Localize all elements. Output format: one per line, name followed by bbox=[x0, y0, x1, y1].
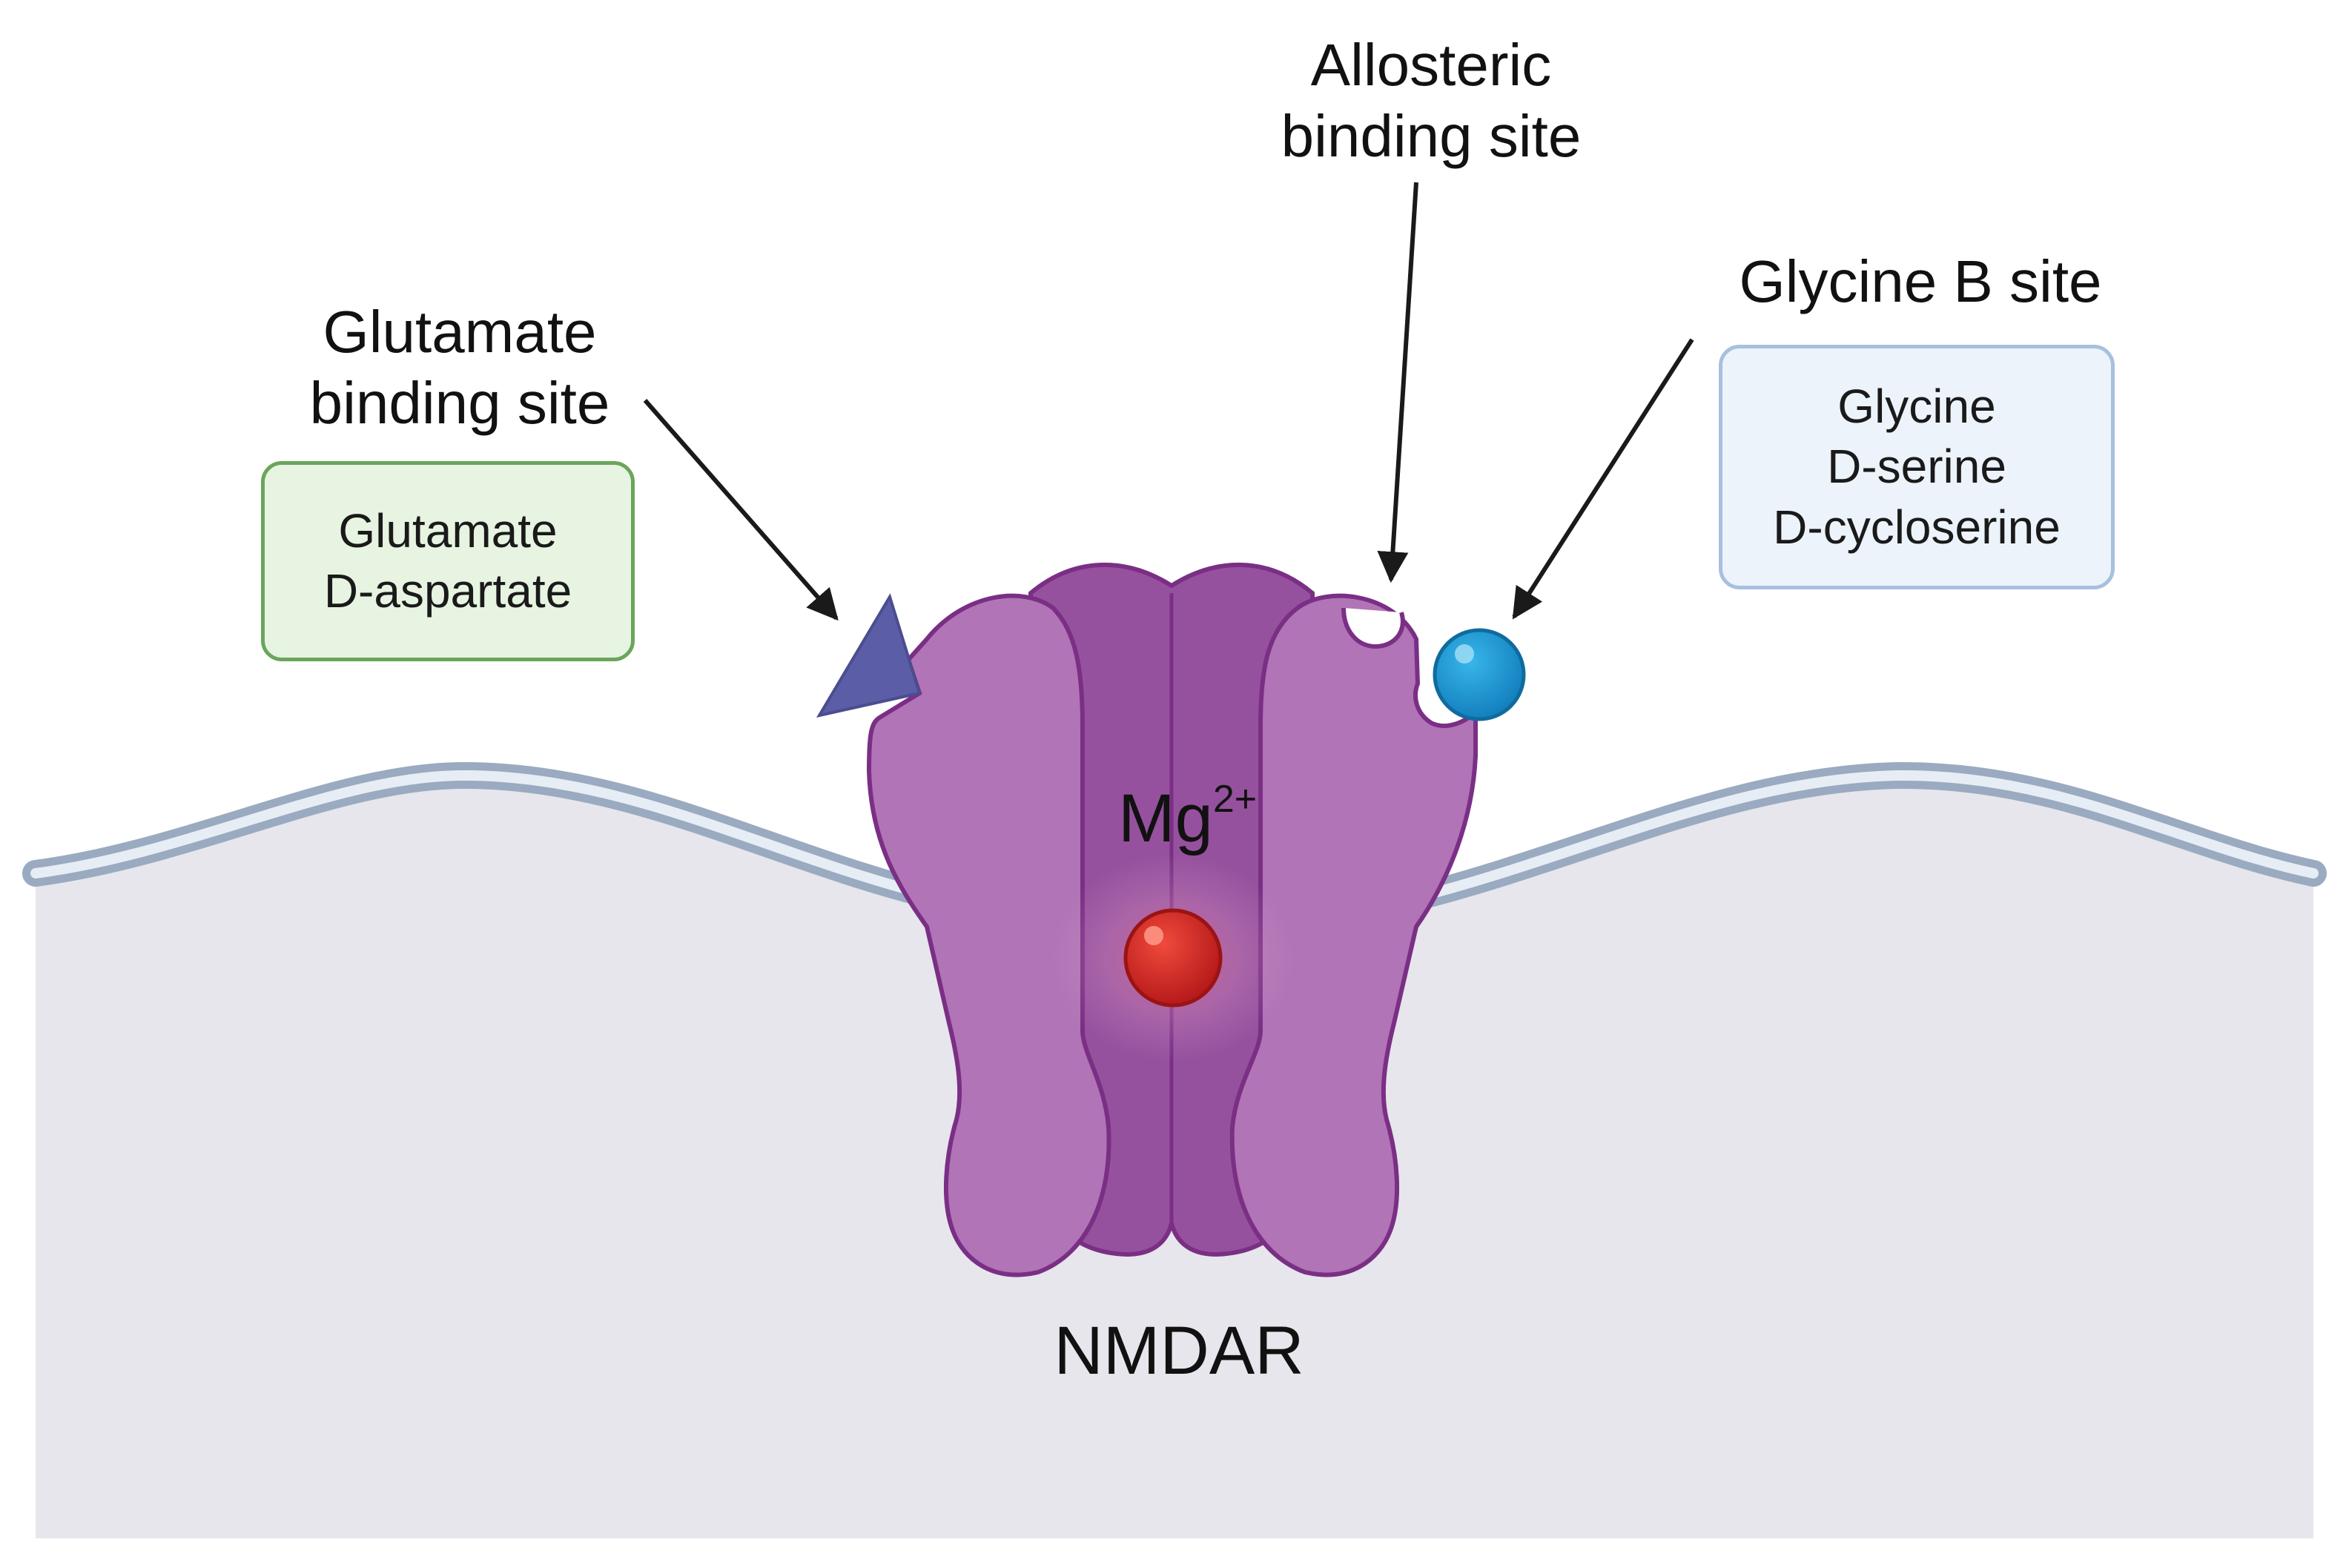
glycine-highlight bbox=[1455, 644, 1474, 664]
cell-membrane bbox=[22, 761, 2327, 916]
glycine-ligand-box: Glycine D-serine D-cycloserine bbox=[1719, 345, 2115, 589]
glycine-arrow bbox=[1512, 338, 1694, 620]
ligand-d-serine: D-serine bbox=[1827, 440, 2006, 494]
glutamate-ligand-box: Glutamate D-aspartate bbox=[261, 461, 635, 661]
ligand-d-cycloserine: D-cycloserine bbox=[1773, 500, 2061, 554]
ligand-glutamate: Glutamate bbox=[338, 503, 558, 558]
glycine-b-site-label: Glycine B site bbox=[1739, 248, 2102, 314]
mg-symbol: Mg bbox=[1118, 781, 1213, 856]
mg-highlight bbox=[1144, 926, 1163, 945]
magnesium-ion bbox=[1123, 908, 1223, 1008]
glutamate-site-label: Glutamate binding site bbox=[309, 299, 610, 436]
mg-ion-label: Mg2+ bbox=[1118, 778, 1258, 858]
allosteric-notch bbox=[1341, 607, 1405, 649]
glutamate-arrow bbox=[643, 399, 839, 621]
receptor-right-subunit bbox=[1229, 593, 1478, 1277]
glutamate-ligand-triangle bbox=[816, 593, 922, 718]
receptor-left-subunit bbox=[866, 593, 1111, 1277]
allosteric-arrow bbox=[1377, 182, 1418, 583]
ligand-glycine: Glycine bbox=[1837, 380, 1996, 434]
allosteric-site-label: Allosteric binding site bbox=[1281, 32, 1582, 169]
ligand-d-aspartate: D-aspartate bbox=[323, 564, 572, 618]
nmdar-label: NMDAR bbox=[1054, 1313, 1304, 1389]
glycine-ligand-sphere bbox=[1433, 628, 1526, 721]
mg-charge: 2+ bbox=[1212, 778, 1258, 821]
